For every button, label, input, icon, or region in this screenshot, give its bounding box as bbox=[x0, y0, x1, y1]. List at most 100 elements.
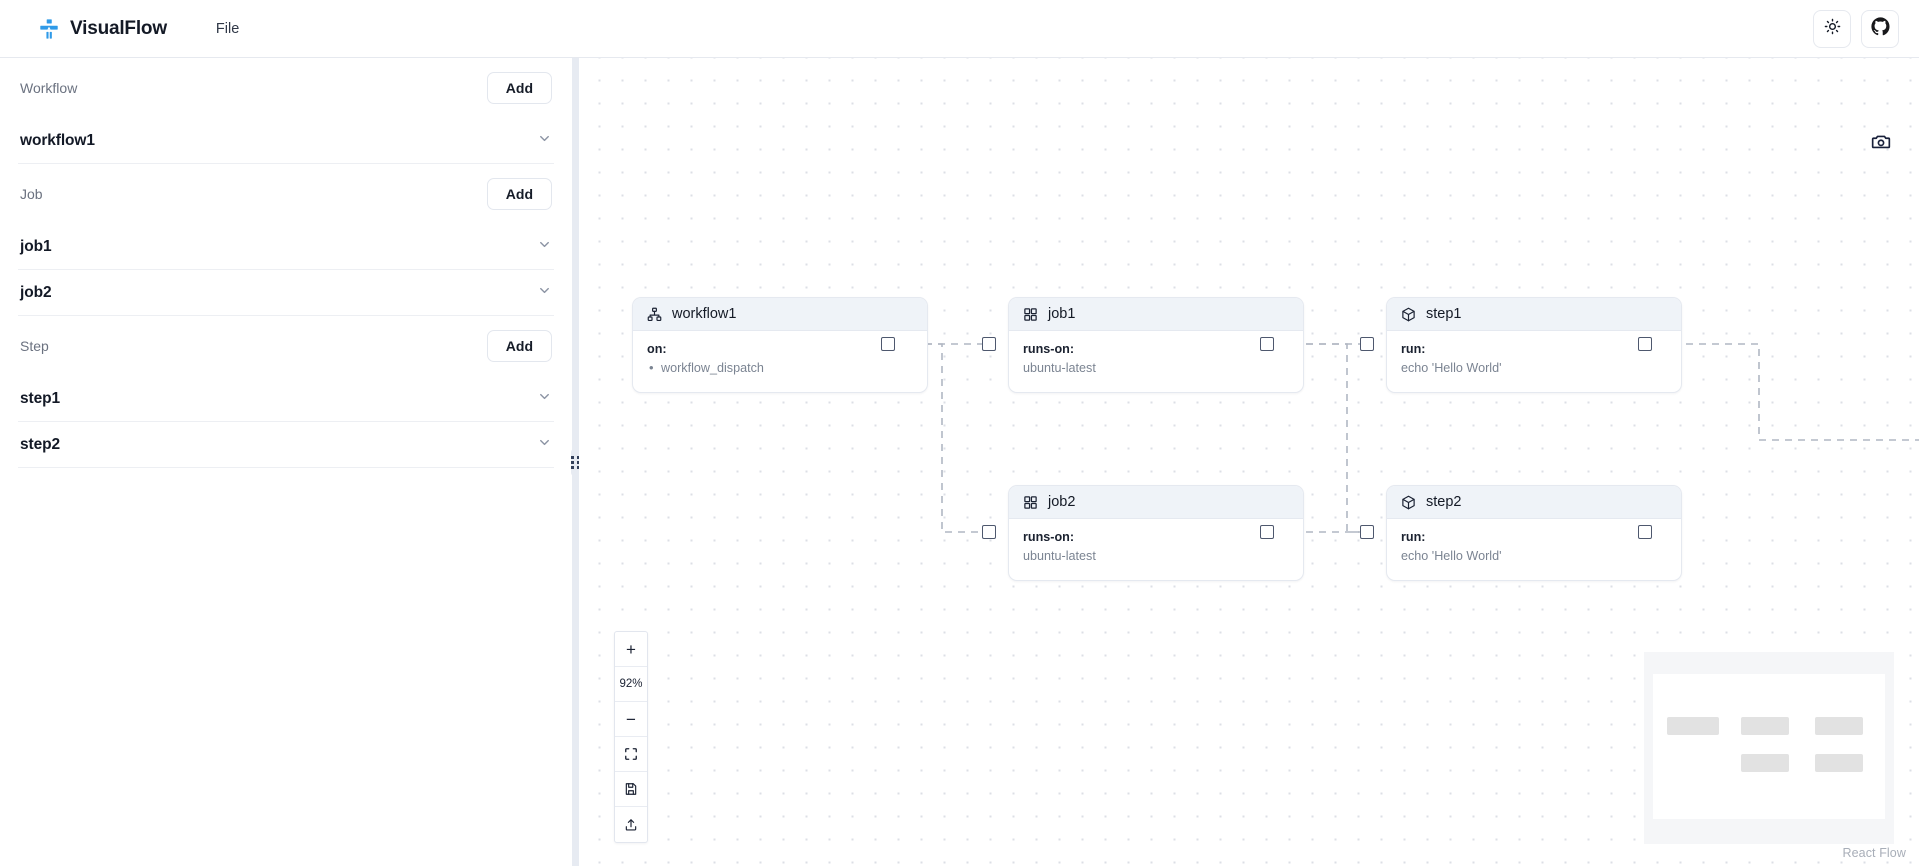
node-step1[interactable]: step1 run: echo 'Hello World' bbox=[1386, 297, 1682, 393]
github-link-button[interactable] bbox=[1861, 9, 1899, 48]
sidebar-section-workflow-header: Workflow Add bbox=[18, 58, 554, 118]
github-icon bbox=[1870, 16, 1890, 41]
handle-step2-source[interactable] bbox=[1638, 525, 1652, 539]
theme-toggle-button[interactable] bbox=[1813, 9, 1851, 48]
handle-job1-target[interactable] bbox=[982, 337, 996, 351]
panel-resize-handle[interactable] bbox=[571, 58, 580, 866]
sidebar-item-label: workflow1 bbox=[20, 131, 95, 149]
node-field-key: runs-on: bbox=[1023, 342, 1075, 356]
sidebar-section-label-workflow: Workflow bbox=[20, 80, 78, 96]
add-job-button[interactable]: Add bbox=[486, 178, 552, 210]
save-icon bbox=[624, 782, 638, 796]
node-body: run: echo 'Hello World' bbox=[1387, 331, 1681, 392]
cube-icon bbox=[1401, 307, 1416, 322]
sidebar-section-label-job: Job bbox=[20, 186, 43, 202]
sidebar-item-workflow1[interactable]: workflow1 bbox=[18, 118, 554, 164]
handle-workflow1-source[interactable] bbox=[881, 337, 895, 351]
sidebar-item-label: job1 bbox=[20, 237, 52, 255]
sidebar-item-step2[interactable]: step2 bbox=[18, 422, 554, 468]
cube-icon bbox=[1401, 495, 1416, 510]
node-title: step2 bbox=[1426, 494, 1462, 510]
menu-bar: File bbox=[205, 15, 250, 43]
node-field-value: echo 'Hello World' bbox=[1401, 549, 1502, 563]
node-title: job2 bbox=[1048, 494, 1076, 510]
minimap-node bbox=[1667, 717, 1719, 735]
node-body: runs-on: ubuntu-latest bbox=[1009, 331, 1303, 392]
camera-icon bbox=[1871, 132, 1891, 157]
zoom-in-button[interactable]: + bbox=[615, 632, 647, 667]
sidebar: Workflow Add workflow1 Job Add job1 bbox=[0, 58, 572, 866]
plus-icon: + bbox=[626, 639, 636, 659]
menu-item-file[interactable]: File bbox=[215, 20, 240, 37]
sidebar-section-job-header: Job Add bbox=[18, 164, 554, 224]
handle-step1-target[interactable] bbox=[1360, 337, 1374, 351]
handle-job2-source[interactable] bbox=[1260, 525, 1274, 539]
fit-view-button[interactable] bbox=[615, 737, 647, 772]
node-field-value: ubuntu-latest bbox=[1023, 361, 1096, 375]
flow-canvas[interactable]: workflow1 on: workflow_dispatch bbox=[579, 58, 1919, 866]
save-button[interactable] bbox=[615, 772, 647, 807]
grip-handle[interactable] bbox=[571, 447, 580, 477]
export-button[interactable] bbox=[615, 807, 647, 842]
handle-step2-target[interactable] bbox=[1360, 525, 1374, 539]
node-job1[interactable]: job1 runs-on: ubuntu-latest bbox=[1008, 297, 1304, 393]
node-body: runs-on: ubuntu-latest bbox=[1009, 519, 1303, 580]
minimap-node bbox=[1815, 717, 1863, 735]
minimap-node bbox=[1741, 754, 1789, 772]
sitemap-icon bbox=[647, 307, 662, 322]
node-header: step2 bbox=[1387, 486, 1681, 519]
node-header: workflow1 bbox=[633, 298, 927, 331]
sidebar-item-job2[interactable]: job2 bbox=[18, 270, 554, 316]
chevron-down-icon bbox=[537, 131, 552, 151]
node-field-key: runs-on: bbox=[1023, 530, 1075, 544]
brand: VisualFlow bbox=[38, 18, 167, 40]
react-flow-attribution[interactable]: React Flow bbox=[1842, 846, 1906, 860]
sidebar-item-label: step1 bbox=[20, 389, 60, 407]
minimap-node bbox=[1815, 754, 1863, 772]
node-field-value: ubuntu-latest bbox=[1023, 549, 1096, 563]
node-body: run: echo 'Hello World' bbox=[1387, 519, 1681, 580]
zoom-level-label[interactable]: 92% bbox=[615, 667, 647, 702]
node-field-value: echo 'Hello World' bbox=[1401, 361, 1502, 375]
grid-icon bbox=[1023, 495, 1038, 510]
handle-job1-source[interactable] bbox=[1260, 337, 1274, 351]
sidebar-section-label-step: Step bbox=[20, 338, 49, 354]
handle-job2-target[interactable] bbox=[982, 525, 996, 539]
sidebar-item-label: step2 bbox=[20, 435, 60, 453]
chevron-down-icon bbox=[537, 237, 552, 257]
add-workflow-button[interactable]: Add bbox=[486, 72, 552, 104]
minimap-viewport bbox=[1653, 674, 1885, 819]
sidebar-section-step-header: Step Add bbox=[18, 316, 554, 376]
sidebar-item-job1[interactable]: job1 bbox=[18, 224, 554, 270]
node-job2[interactable]: job2 runs-on: ubuntu-latest bbox=[1008, 485, 1304, 581]
edge-step1-out bbox=[1647, 343, 1919, 441]
zoom-controls: + 92% − bbox=[614, 631, 648, 843]
chevron-down-icon bbox=[537, 435, 552, 455]
minus-icon: − bbox=[626, 709, 636, 729]
grip-dots-icon bbox=[571, 455, 580, 469]
sun-icon bbox=[1824, 18, 1841, 40]
minimap-node bbox=[1741, 717, 1789, 735]
node-header: job1 bbox=[1009, 298, 1303, 331]
node-title: step1 bbox=[1426, 306, 1462, 322]
node-header: step1 bbox=[1387, 298, 1681, 331]
node-header: job2 bbox=[1009, 486, 1303, 519]
node-field-key: run: bbox=[1401, 530, 1426, 544]
node-field-key: run: bbox=[1401, 342, 1426, 356]
node-step2[interactable]: step2 run: echo 'Hello World' bbox=[1386, 485, 1682, 581]
sidebar-item-step1[interactable]: step1 bbox=[18, 376, 554, 422]
node-workflow1[interactable]: workflow1 on: workflow_dispatch bbox=[632, 297, 928, 393]
screenshot-button[interactable] bbox=[1868, 131, 1894, 157]
node-field-key: on: bbox=[647, 342, 667, 356]
fit-view-icon bbox=[624, 747, 638, 761]
zoom-out-button[interactable]: − bbox=[615, 702, 647, 737]
chevron-down-icon bbox=[537, 283, 552, 303]
handle-step1-source[interactable] bbox=[1638, 337, 1652, 351]
node-body: on: workflow_dispatch bbox=[633, 331, 927, 392]
minimap[interactable] bbox=[1644, 652, 1894, 844]
sidebar-item-label: job2 bbox=[20, 283, 52, 301]
app-body: Workflow Add workflow1 Job Add job1 bbox=[0, 58, 1919, 866]
add-step-button[interactable]: Add bbox=[486, 330, 552, 362]
sitemap-icon bbox=[38, 18, 60, 40]
